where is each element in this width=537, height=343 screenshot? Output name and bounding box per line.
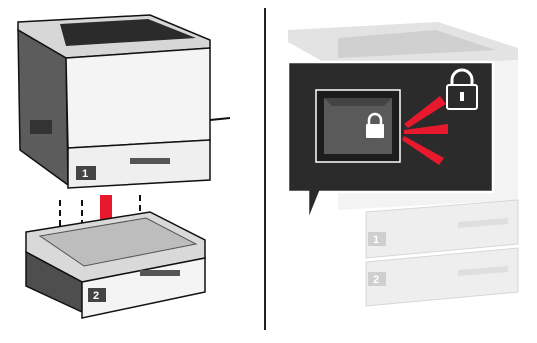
printer-lever: [210, 118, 230, 120]
printer-port: [30, 120, 52, 134]
optional-tray-number: 2: [93, 290, 99, 302]
printer-tray-handle: [130, 158, 170, 164]
printer-and-tray-drawing: 1 2: [0, 0, 262, 343]
tray-2-faded: [366, 248, 518, 306]
printer-tray-number: 1: [82, 168, 88, 180]
lock-tray-illustration: 1 2: [268, 0, 537, 343]
lock-slot: [316, 90, 400, 162]
install-tray-illustration: 1 2: [0, 0, 262, 343]
locked-printer-drawing: 1 2: [268, 0, 537, 343]
panel-divider: [264, 8, 266, 330]
tray-2-number: 2: [373, 274, 379, 286]
optional-tray-handle: [140, 270, 180, 276]
tray-1-number: 1: [373, 234, 379, 246]
tray-1-faded: [366, 200, 518, 258]
printer-front: [66, 48, 210, 148]
